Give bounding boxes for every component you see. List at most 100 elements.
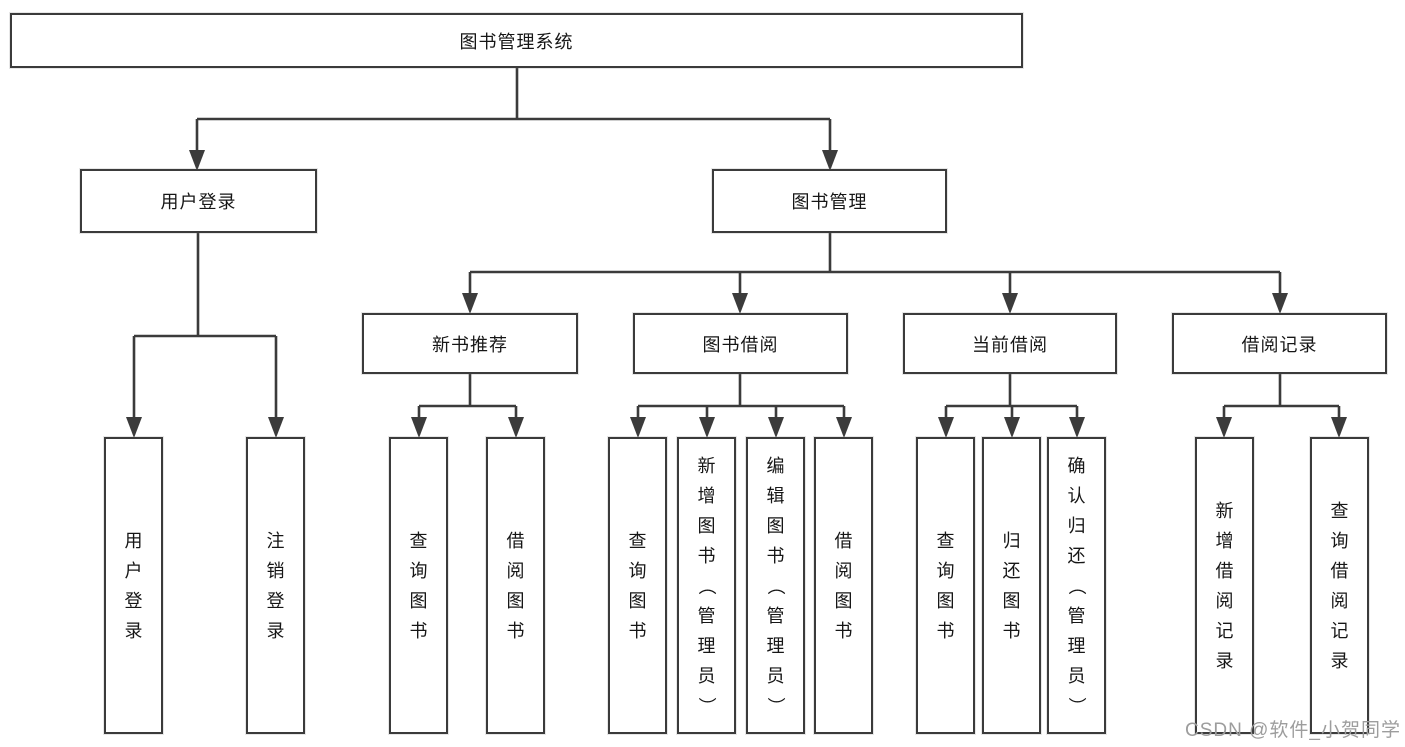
vertical-char: 还 <box>1002 560 1021 581</box>
vertical-char: 管 <box>766 605 785 626</box>
leaf-edit-books-admin: 编辑图书（管理员） <box>746 437 805 734</box>
leaf-borrow-books: 借阅图书 <box>814 437 873 734</box>
node-label: 图书管理 <box>791 192 868 212</box>
leaf-add-books-admin: 新增图书（管理员） <box>677 437 736 734</box>
vertical-char: 询 <box>936 560 955 581</box>
vertical-char: 确 <box>1067 455 1086 476</box>
leaf-query-books-recommend: 查询图书 <box>389 437 448 734</box>
vertical-char: 书 <box>506 620 525 641</box>
arrowheads-borrow-leaves <box>630 417 852 438</box>
vertical-char: 书 <box>409 620 428 641</box>
vertical-char: 借 <box>506 530 525 551</box>
vertical-char: ） <box>696 696 717 715</box>
connector-current-to-leaves <box>944 374 1079 421</box>
vertical-char: 员 <box>1067 665 1086 686</box>
leaf-return-books: 归还图书 <box>982 437 1041 734</box>
vertical-char: 查 <box>1330 500 1349 521</box>
vertical-char: 书 <box>936 620 955 641</box>
connector-bookmgmt-to-level3 <box>468 233 1282 297</box>
vertical-char: 登 <box>266 590 285 611</box>
vertical-char: 理 <box>1067 635 1086 656</box>
vertical-char: 用 <box>124 530 143 551</box>
vertical-char: 增 <box>1215 530 1234 551</box>
vertical-char: （ <box>1066 576 1087 595</box>
vertical-char: 借 <box>1215 560 1234 581</box>
vertical-char: 员 <box>766 665 785 686</box>
vertical-char: ） <box>1066 696 1087 715</box>
vertical-char: 借 <box>1330 560 1349 581</box>
vertical-char: 阅 <box>834 560 853 581</box>
connector-root-to-level2 <box>195 68 832 154</box>
vertical-char: 书 <box>628 620 647 641</box>
vertical-char: 录 <box>124 620 143 641</box>
arrowheads-current-leaves <box>938 417 1085 438</box>
node-new-book-recommendation: 新书推荐 <box>362 313 578 374</box>
leaf-query-borrow-record: 查询借阅记录 <box>1310 437 1369 734</box>
node-user-login: 用户登录 <box>80 169 317 233</box>
vertical-char: 还 <box>1067 545 1086 566</box>
vertical-char: 图 <box>936 590 955 611</box>
vertical-char: 归 <box>1002 530 1021 551</box>
vertical-char: 新 <box>1215 500 1234 521</box>
vertical-char: 辑 <box>766 485 785 506</box>
vertical-char: 询 <box>628 560 647 581</box>
vertical-char: 借 <box>834 530 853 551</box>
node-library-management-system: 图书管理系统 <box>10 13 1023 68</box>
arrowheads-level3 <box>462 293 1288 314</box>
leaf-borrow-books-recommend: 借阅图书 <box>486 437 545 734</box>
vertical-char: 书 <box>834 620 853 641</box>
vertical-char: 查 <box>628 530 647 551</box>
vertical-char: 图 <box>409 590 428 611</box>
node-label: 当前借阅 <box>972 334 1048 355</box>
vertical-char: 查 <box>409 530 428 551</box>
vertical-char: 图 <box>697 515 716 536</box>
vertical-char: ） <box>765 696 786 715</box>
vertical-char: 注 <box>266 530 285 551</box>
vertical-char: 查 <box>936 530 955 551</box>
vertical-char: 理 <box>697 635 716 656</box>
vertical-char: 编 <box>766 455 785 476</box>
arrowheads-records-leaves <box>1216 417 1347 438</box>
node-book-management: 图书管理 <box>712 169 947 233</box>
vertical-char: 图 <box>506 590 525 611</box>
vertical-char: （ <box>696 576 717 595</box>
vertical-char: 询 <box>1330 530 1349 551</box>
connector-borrow-to-leaves <box>636 374 846 421</box>
vertical-char: 询 <box>409 560 428 581</box>
vertical-char: 阅 <box>1215 590 1234 611</box>
vertical-char: 书 <box>1002 620 1021 641</box>
vertical-char: 理 <box>766 635 785 656</box>
vertical-char: 员 <box>697 665 716 686</box>
leaf-add-borrow-record: 新增借阅记录 <box>1195 437 1254 734</box>
node-label: 借阅记录 <box>1241 334 1318 355</box>
vertical-char: 记 <box>1330 620 1349 641</box>
vertical-char: 图 <box>766 515 785 536</box>
vertical-char: 归 <box>1067 515 1086 536</box>
vertical-char: 图 <box>834 590 853 611</box>
connector-userlogin-to-leaves <box>132 233 278 421</box>
vertical-char: 录 <box>1330 650 1349 671</box>
vertical-char: 管 <box>697 605 716 626</box>
connector-records-to-leaves <box>1222 374 1341 421</box>
vertical-char: 录 <box>266 620 285 641</box>
vertical-char: 图 <box>1002 590 1021 611</box>
vertical-char: 户 <box>124 560 143 581</box>
arrowheads-newbook-leaves <box>411 417 524 438</box>
connector-newbook-to-leaves <box>417 374 518 421</box>
node-label: 新书推荐 <box>432 334 508 355</box>
vertical-char: 书 <box>766 545 785 566</box>
csdn-watermark: CSDN @软件_小贺同学 <box>1185 720 1401 741</box>
vertical-char: 销 <box>266 560 285 581</box>
leaf-query-books-borrowing: 查询图书 <box>608 437 667 734</box>
leaf-confirm-return-admin: 确认归还（管理员） <box>1047 437 1106 734</box>
node-borrow-records: 借阅记录 <box>1172 313 1387 374</box>
vertical-char: 登 <box>124 590 143 611</box>
arrowheads-userlogin-leaves <box>126 417 284 438</box>
node-label: 图书管理系统 <box>459 31 574 52</box>
vertical-char: 阅 <box>506 560 525 581</box>
vertical-char: 录 <box>1215 650 1234 671</box>
vertical-char: 阅 <box>1330 590 1349 611</box>
vertical-char: 管 <box>1067 605 1086 626</box>
node-book-borrowing: 图书借阅 <box>633 313 848 374</box>
